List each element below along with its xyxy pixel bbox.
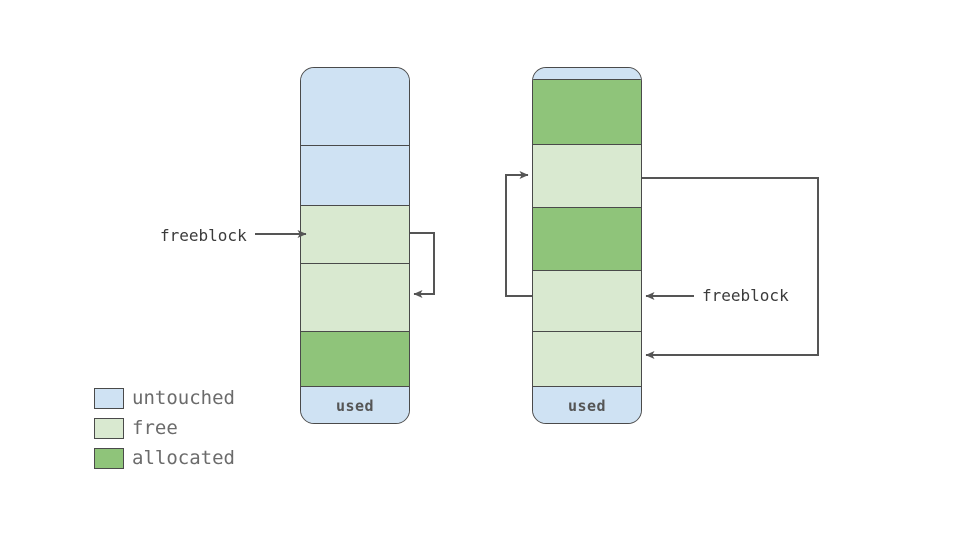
legend-swatch-allocated [94, 448, 124, 469]
freeblock-label-left: freeblock [160, 226, 247, 245]
freeblock-label-right: freeblock [702, 286, 789, 305]
legend-swatch-free [94, 418, 124, 439]
right-memory-stack: used [532, 67, 642, 424]
memory-band-untouched [533, 68, 641, 80]
wire-right-free-to-free-left [505, 171, 532, 297]
wire-right-free-to-free-right [642, 177, 819, 359]
left-memory-stack: used [300, 67, 410, 424]
band-label-used: used [567, 397, 607, 415]
memory-band-free [301, 206, 409, 264]
memory-band-free [533, 145, 641, 208]
legend-item-free: free [94, 416, 235, 441]
memory-band-untouched: used [301, 387, 409, 423]
legend: untouched free allocated [94, 386, 235, 476]
band-label-used: used [335, 397, 375, 415]
wire-left-free-to-free [410, 232, 435, 298]
memory-band-allocated [533, 208, 641, 271]
memory-band-allocated [533, 80, 641, 145]
memory-band-free [533, 271, 641, 332]
memory-band-allocated [301, 332, 409, 387]
legend-item-allocated: allocated [94, 446, 235, 471]
memory-band-free [533, 332, 641, 387]
memory-band-untouched: used [533, 387, 641, 423]
legend-label-allocated: allocated [132, 447, 235, 469]
memory-band-free [301, 264, 409, 332]
legend-label-free: free [132, 417, 178, 439]
legend-swatch-untouched [94, 388, 124, 409]
legend-item-untouched: untouched [94, 386, 235, 411]
memory-band-untouched [301, 68, 409, 146]
legend-label-untouched: untouched [132, 387, 235, 409]
memory-band-untouched [301, 146, 409, 206]
